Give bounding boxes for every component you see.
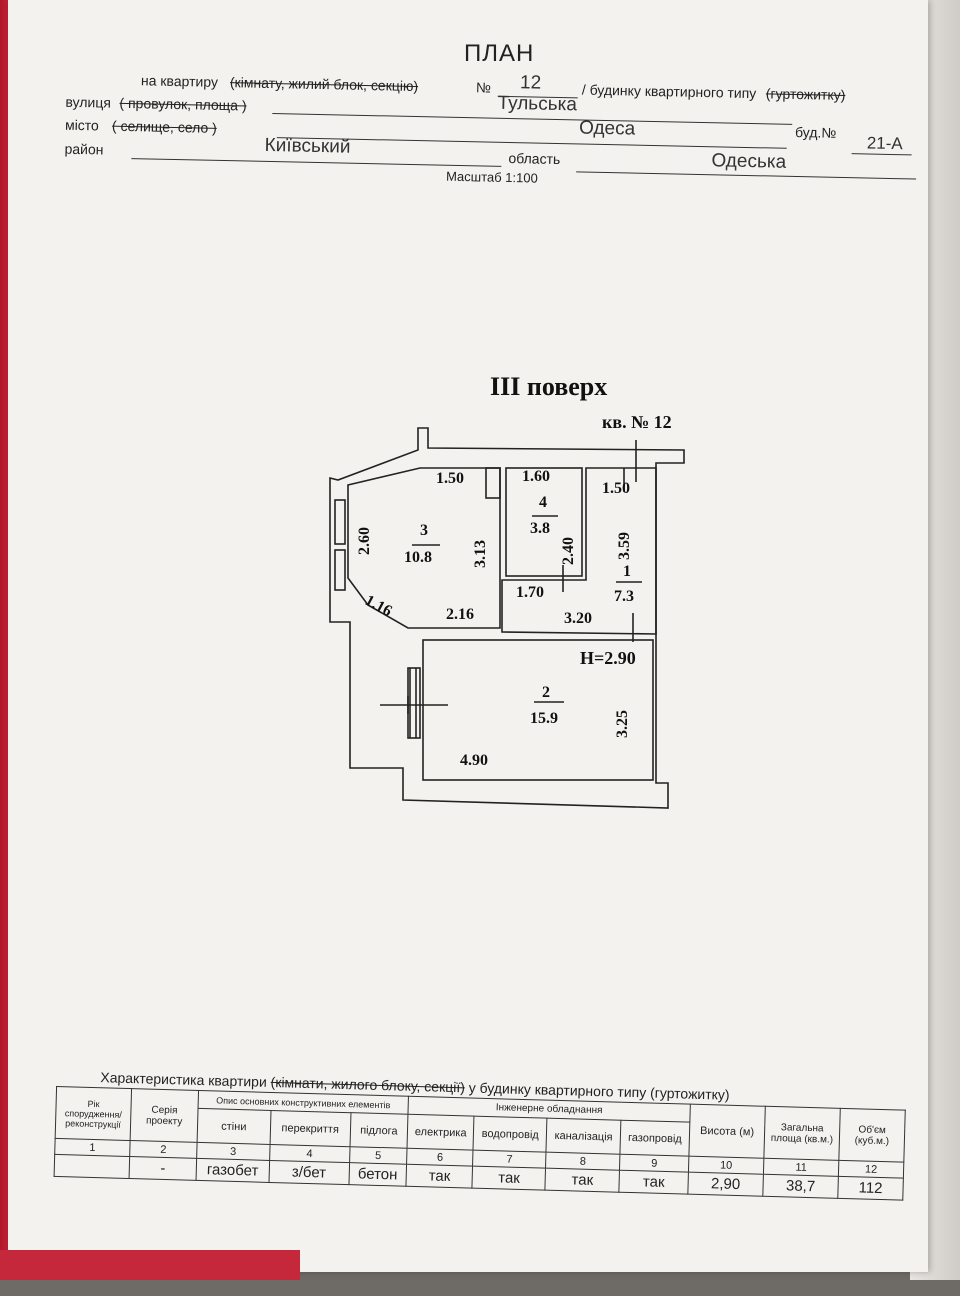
characteristics-block: Характеристика квартири (кімнати, жилого… — [3, 0, 958, 1296]
height-label: Н=2.90 — [580, 648, 636, 668]
caption-prefix: Характеристика квартири — [100, 1069, 268, 1090]
col-number: 6 — [406, 1148, 474, 1167]
room-1-area: 7.3 — [614, 588, 634, 605]
col-number: 2 — [129, 1140, 198, 1159]
dim-r2-bottom: 4.90 — [460, 752, 488, 769]
th-year: Рік спорудження/ реконструкції — [55, 1086, 132, 1141]
th-height: Висота (м) — [688, 1104, 766, 1159]
room-2-area: 15.9 — [530, 710, 558, 727]
value-gas: так — [619, 1170, 689, 1195]
document-page: ПЛАН на квартиру (кімнату, жилий блок, с… — [8, 0, 928, 1272]
value-series: - — [129, 1156, 197, 1181]
value-floor: бетон — [348, 1162, 407, 1187]
dim-r1-top: 1.50 — [602, 480, 630, 497]
room-2-number: 2 — [542, 684, 550, 701]
room-4-area: 3.8 — [530, 520, 550, 537]
th-electric: електрика — [407, 1114, 475, 1151]
value-sewage: так — [545, 1168, 620, 1193]
red-folder-corner — [0, 1250, 300, 1280]
floor-title: III поверх — [490, 372, 608, 401]
room-3-number: 3 — [420, 522, 428, 539]
room-1-number: 1 — [623, 563, 631, 580]
th-floor: підлога — [349, 1112, 408, 1149]
value-height: 2,90 — [687, 1172, 764, 1197]
col-number: 12 — [838, 1160, 904, 1179]
th-sewage: каналізація — [546, 1118, 622, 1155]
room-2-outline — [422, 639, 654, 781]
col-number: 5 — [349, 1146, 408, 1165]
room-4-outline — [505, 467, 583, 577]
value-walls: газобет — [196, 1158, 270, 1183]
col-number: 9 — [619, 1154, 689, 1173]
apartment-label: кв. № 12 — [602, 412, 672, 432]
th-series: Серія проекту — [130, 1088, 199, 1143]
characteristics-table: Рік спорудження/ реконструкції Серія про… — [54, 1086, 906, 1201]
document-title: ПЛАН — [464, 40, 535, 67]
value-volume: 112 — [837, 1176, 904, 1201]
value-floors: з/бет — [268, 1160, 350, 1185]
dim-r1-mid: 1.70 — [516, 584, 544, 601]
value-water: так — [472, 1166, 546, 1191]
window-room3-a — [334, 499, 346, 545]
th-water: водопровід — [473, 1116, 548, 1153]
dim-r1-bottom: 3.20 — [564, 610, 592, 627]
window-room3-b — [334, 549, 346, 591]
floor-plan — [329, 427, 685, 809]
room-3-niche — [485, 467, 501, 499]
dim-r4-top: 1.60 — [522, 468, 550, 485]
room-3-area: 10.8 — [404, 549, 432, 566]
th-floors: перекриття — [269, 1110, 351, 1147]
th-area: Загальна площа (кв.м.) — [763, 1106, 841, 1161]
value-electric: так — [405, 1164, 474, 1189]
room-1-outline — [501, 467, 657, 635]
th-gas: газопровід — [620, 1120, 690, 1157]
value-area: 38,7 — [762, 1174, 839, 1199]
dim-r3-bottom: 2.16 — [446, 606, 474, 623]
th-walls: стіни — [197, 1108, 271, 1145]
dim-r3-top: 1.50 — [436, 470, 464, 487]
value-year — [54, 1154, 130, 1179]
room-4-number: 4 — [539, 494, 547, 511]
th-volume: Об'єм (куб.м.) — [838, 1108, 906, 1163]
